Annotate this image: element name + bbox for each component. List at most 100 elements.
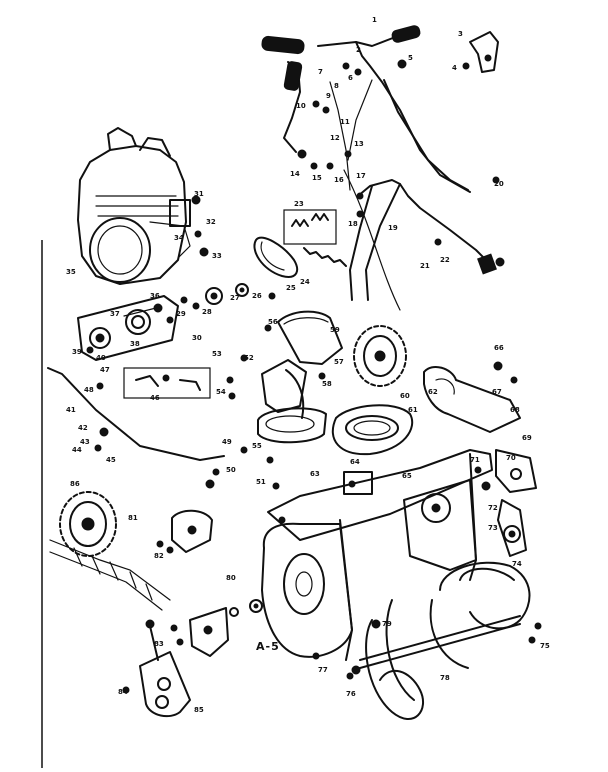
part-number-label: 20 bbox=[494, 180, 504, 188]
right-grip bbox=[391, 25, 421, 43]
part-number-label: 34 bbox=[174, 234, 184, 242]
part-number-label: 16 bbox=[334, 176, 344, 184]
part-number-label: 46 bbox=[150, 394, 160, 402]
right-wheel bbox=[353, 325, 407, 387]
part-number-label: 7 bbox=[318, 68, 323, 76]
part-number-label: 13 bbox=[354, 140, 364, 148]
part-number-label: 77 bbox=[318, 666, 328, 674]
part-number-label: 11 bbox=[340, 118, 350, 126]
part-number-label: 55 bbox=[252, 442, 262, 450]
part-number-label: 37 bbox=[110, 310, 120, 318]
part-number-label: 36 bbox=[150, 292, 160, 300]
handle-end-cap bbox=[477, 253, 497, 275]
housing-top bbox=[267, 449, 493, 541]
part-number-label: 51 bbox=[256, 478, 266, 486]
shift-bracket bbox=[123, 367, 211, 399]
part-number-label: 66 bbox=[494, 344, 504, 352]
part-number-label: 2 bbox=[356, 46, 361, 54]
part-number-label: 32 bbox=[206, 218, 216, 226]
part-number-label: 28 bbox=[202, 308, 212, 316]
auger-spiral-right bbox=[439, 561, 531, 630]
part-number-label: 35 bbox=[66, 268, 76, 276]
part-number-label: 68 bbox=[510, 406, 520, 414]
part-number-label: 30 bbox=[192, 334, 202, 342]
part-number-label: 80 bbox=[226, 574, 236, 582]
part-number-label: 12 bbox=[330, 134, 340, 142]
part-number-label: 48 bbox=[84, 386, 94, 394]
housing-right-side bbox=[403, 479, 477, 571]
part-number-label: 73 bbox=[488, 524, 498, 532]
part-number-label: 6 bbox=[348, 74, 353, 82]
part-number-label: 42 bbox=[78, 424, 88, 432]
discharge-chute bbox=[226, 310, 343, 444]
part-number-label: 72 bbox=[488, 504, 498, 512]
lower-handle bbox=[357, 179, 489, 263]
engine bbox=[77, 127, 209, 285]
part-number-label: 61 bbox=[408, 406, 418, 414]
part-number-label: 78 bbox=[440, 674, 450, 682]
part-number-label: 9 bbox=[326, 92, 331, 100]
chute-base bbox=[257, 407, 327, 444]
chute-top bbox=[277, 310, 343, 365]
part-number-label: 3 bbox=[458, 30, 463, 38]
part-number-label: 15 bbox=[312, 174, 322, 182]
part-number-label: 24 bbox=[300, 278, 310, 286]
part-number-label: 21 bbox=[420, 262, 430, 270]
part-number-label: 65 bbox=[402, 472, 412, 480]
part-number-label: 38 bbox=[130, 340, 140, 348]
impeller bbox=[122, 619, 191, 718]
upper-handle-bar bbox=[317, 35, 399, 47]
part-number-label: 79 bbox=[382, 620, 392, 628]
wheel-cover bbox=[156, 509, 213, 554]
part-number-label: 60 bbox=[400, 392, 410, 400]
part-number-label: 1 bbox=[372, 16, 377, 24]
part-number-label: 54 bbox=[216, 388, 226, 396]
left-wheel bbox=[59, 491, 117, 557]
auger-shaft bbox=[359, 615, 521, 661]
part-number-label: 41 bbox=[66, 406, 76, 414]
part-number-label: 52 bbox=[244, 354, 254, 362]
chute-body bbox=[261, 359, 307, 413]
bracket-top-right bbox=[469, 31, 499, 73]
part-number-label: 22 bbox=[440, 256, 450, 264]
part-number-label: 39 bbox=[72, 348, 82, 356]
part-number-label: 84 bbox=[118, 688, 128, 696]
recoil-starter bbox=[89, 217, 151, 283]
control-rod bbox=[329, 81, 351, 191]
part-number-label: 47 bbox=[100, 366, 110, 374]
springs-kit bbox=[283, 209, 347, 267]
part-number-label: 17 bbox=[356, 172, 366, 180]
auger bbox=[351, 561, 542, 720]
part-number-label: 81 bbox=[128, 514, 138, 522]
part-number-label: 29 bbox=[176, 310, 186, 318]
part-number-label: 86 bbox=[70, 480, 80, 488]
part-number-label: 82 bbox=[154, 552, 164, 560]
throttle-cable bbox=[343, 169, 401, 311]
part-number-label: 10 bbox=[296, 102, 306, 110]
lever-knob bbox=[283, 61, 303, 91]
part-number-label: 58 bbox=[322, 380, 332, 388]
part-number-label: 14 bbox=[290, 170, 300, 178]
axle-housing bbox=[423, 361, 521, 433]
part-number-label: 50 bbox=[226, 466, 236, 474]
auger-spiral-left bbox=[365, 619, 425, 720]
part-number-label: 40 bbox=[96, 354, 106, 362]
skid-plate bbox=[170, 599, 263, 657]
part-number-label: 49 bbox=[222, 438, 232, 446]
part-number-label: 27 bbox=[230, 294, 240, 302]
part-number-label: 33 bbox=[212, 252, 222, 260]
drive-belt bbox=[253, 236, 299, 278]
tire-chain bbox=[49, 539, 171, 611]
part-number-label: 71 bbox=[470, 456, 480, 464]
part-number-label: 25 bbox=[286, 284, 296, 292]
part-number-label: 44 bbox=[72, 446, 82, 454]
shift-rod bbox=[47, 367, 225, 461]
part-number-label: 64 bbox=[350, 458, 360, 466]
engine-base-plate bbox=[77, 295, 179, 361]
part-number-label: 23 bbox=[294, 200, 304, 208]
pulley-stack bbox=[180, 283, 276, 310]
part-number-label: 18 bbox=[348, 220, 358, 228]
part-number-label: 62 bbox=[428, 388, 438, 396]
